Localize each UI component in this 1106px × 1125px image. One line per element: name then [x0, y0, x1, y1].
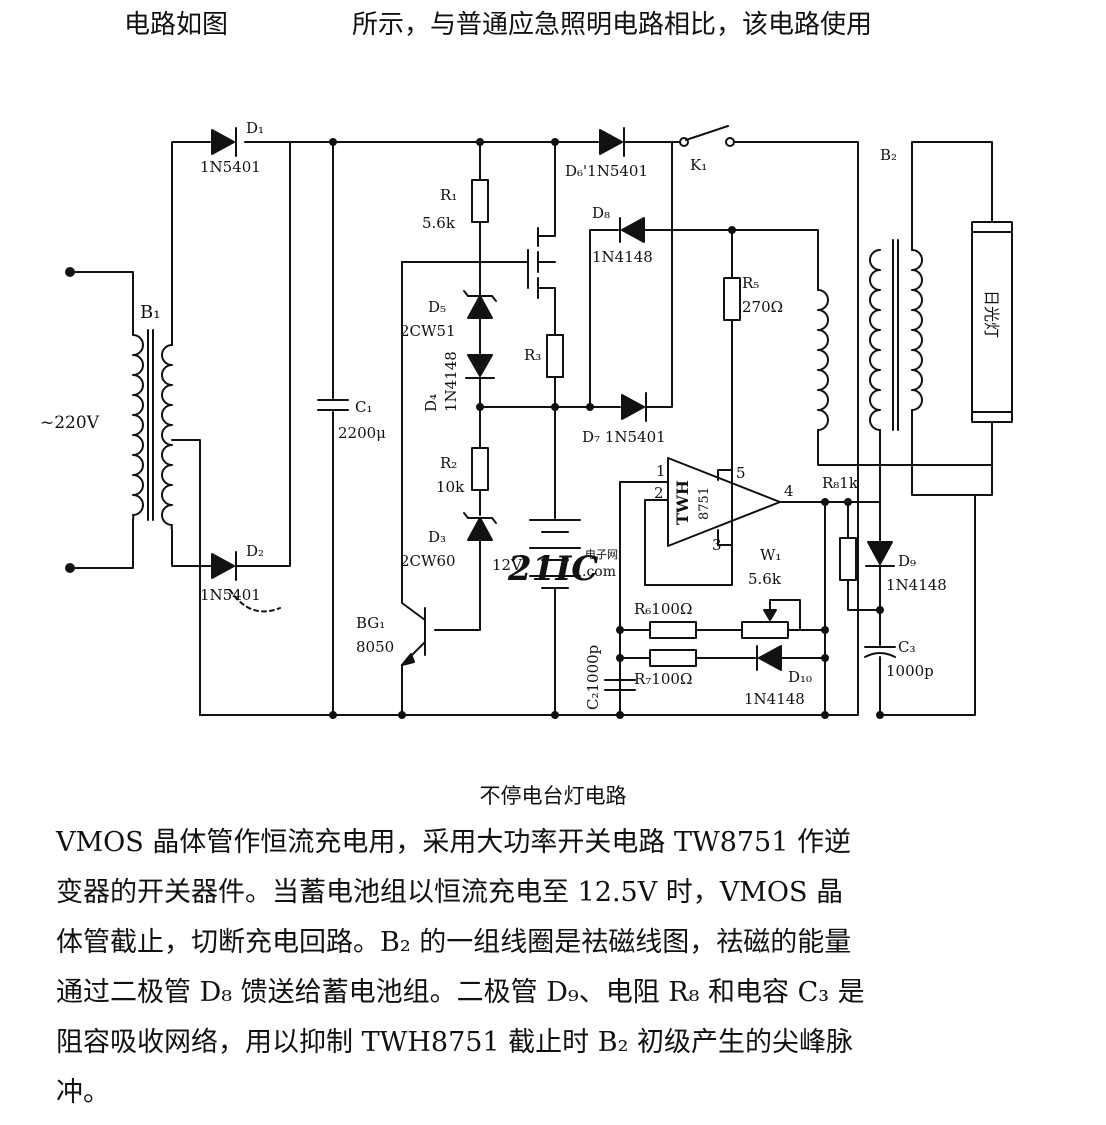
label-r8: R₈1k — [822, 474, 859, 492]
label-r1-value: 5.6k — [422, 214, 456, 232]
label-d9: D₉ — [898, 552, 916, 570]
label-d5-part: 2CW51 — [400, 322, 456, 340]
label-w1-value: 5.6k — [748, 570, 782, 588]
label-w1: W₁ — [760, 546, 781, 564]
resistor-r3 — [546, 334, 564, 519]
label-d5: D₅ — [428, 298, 446, 316]
label-battery: 12V — [492, 556, 523, 574]
label-c1: C₁ — [355, 398, 373, 416]
label-d8-part: 1N4148 — [592, 248, 653, 266]
label-d10: D₁₀ — [788, 668, 812, 686]
paragraph-line: 变器的开关器件。当蓄电池组以恒流充电至 12.5V 时，VMOS 晶 — [56, 877, 844, 908]
diagram-caption: 不停电台灯电路 — [479, 784, 627, 808]
label-d7: D₇ 1N5401 — [582, 428, 666, 446]
label-ic-number: 8751 — [697, 487, 712, 520]
label-d4-part: 1N4148 — [442, 351, 460, 412]
label-d10-part: 1N4148 — [744, 690, 805, 708]
diode-d6 — [599, 127, 625, 157]
label-d1: D₁ — [246, 119, 264, 137]
label-pin3: 3 — [712, 536, 722, 554]
label-d2-part: 1N5401 — [200, 586, 261, 604]
label-d9-part: 1N4148 — [886, 576, 947, 594]
fluorescent-lamp — [971, 221, 1013, 423]
switch-k1 — [679, 125, 735, 147]
watermark-logo-text: 21IC — [507, 549, 598, 589]
label-d4: D₄ — [422, 394, 440, 412]
label-r1: R₁ — [440, 186, 457, 204]
label-d2: D₂ — [246, 542, 264, 560]
label-ic: TWH — [673, 480, 692, 525]
label-d1-part: 1N5401 — [200, 158, 261, 176]
label-r6: R₆100Ω — [634, 600, 692, 618]
label-r5: R₅ — [742, 274, 759, 292]
label-k1: K₁ — [690, 156, 707, 174]
watermark-site-text: 电子网 — [585, 548, 618, 561]
label-pin2: 2 — [654, 484, 664, 502]
label-r2: R₂ — [440, 454, 457, 472]
battery-12v — [529, 519, 581, 716]
diode-d1 — [211, 127, 237, 157]
transistor-bg1 — [401, 261, 426, 716]
label-d8: D₈ — [592, 204, 610, 222]
label-d6: D₆'1N5401 — [565, 162, 648, 180]
input-voltage-label: ~220V — [40, 413, 100, 433]
description-paragraph: VMOS 晶体管作恒流充电用，采用大功率开关电路 TW8751 作逆 变器的开关… — [56, 818, 1046, 1118]
resistor-r5 — [723, 229, 741, 546]
label-r7: R₇100Ω — [634, 670, 692, 688]
label-r5-value: 270Ω — [742, 298, 783, 316]
watermark-domain-text: .com — [582, 564, 616, 580]
transformer-b1 — [132, 141, 211, 716]
label-b2: B₂ — [880, 146, 897, 164]
label-lamp: 日光灯 — [982, 290, 1001, 338]
watermark-logo: 21IC 电子网 .com — [507, 548, 618, 589]
resistor-r1 — [471, 141, 489, 286]
label-bg1: BG₁ — [356, 614, 385, 632]
label-r2-value: 10k — [436, 478, 465, 496]
transformer-b2 — [817, 141, 993, 504]
paragraph-line: VMOS 晶体管作恒流充电用，采用大功率开关电路 TW8751 作逆 — [56, 827, 851, 858]
paragraph-line: 通过二极管 D₈ 馈送给蓄电池组。二极管 D₉、电阻 R₈ 和电容 C₃ 是 — [56, 977, 865, 1008]
label-pin1: 1 — [656, 462, 666, 480]
capacitor-c1 — [317, 141, 349, 716]
ac-input-terminals — [65, 267, 134, 573]
zener-d5 — [463, 284, 497, 346]
header-right-text: 所示，与普通应急照明电路相比，该电路使用 — [352, 10, 873, 40]
label-c3-value: 1000p — [886, 662, 934, 680]
header-left-text: 电路如图 — [124, 10, 229, 40]
paragraph-line: 阻容吸收网络，用以抑制 TWH8751 截止时 B₂ 初级产生的尖峰脉 — [56, 1027, 854, 1058]
ic-twh8751 — [619, 457, 826, 716]
label-pin4: 4 — [784, 482, 794, 500]
diode-d2 — [209, 141, 291, 613]
paragraph-line: 体管截止，切断充电回路。B₂ 的一组线圈是祛磁线图，祛磁的能量 — [56, 927, 852, 958]
diode-d8 — [589, 217, 819, 408]
snubber-network — [821, 494, 976, 716]
resistor-r2 — [471, 447, 489, 516]
feedback-network — [604, 599, 829, 691]
label-d3: D₃ — [428, 528, 446, 546]
diode-d4 — [465, 344, 495, 449]
label-b1: B₁ — [140, 302, 160, 323]
vmos-transistor — [401, 141, 556, 336]
label-c2: C₂1000p — [584, 645, 602, 710]
paragraph-line: 冲。 — [56, 1077, 110, 1108]
label-d3-part: 2CW60 — [400, 552, 456, 570]
label-pin5: 5 — [736, 464, 746, 482]
zener-d3 — [434, 512, 497, 631]
label-c3: C₃ — [898, 638, 916, 656]
diode-d7 — [621, 141, 673, 422]
label-bg1-part: 8050 — [356, 638, 394, 656]
circuit-diagram: ~220V B₁ D₁ 1N5401 D₂ 1N5401 C₁ 2200μ R₁… — [40, 119, 1013, 719]
label-c1-value: 2200μ — [338, 424, 386, 442]
label-r3: R₃ — [524, 346, 541, 364]
